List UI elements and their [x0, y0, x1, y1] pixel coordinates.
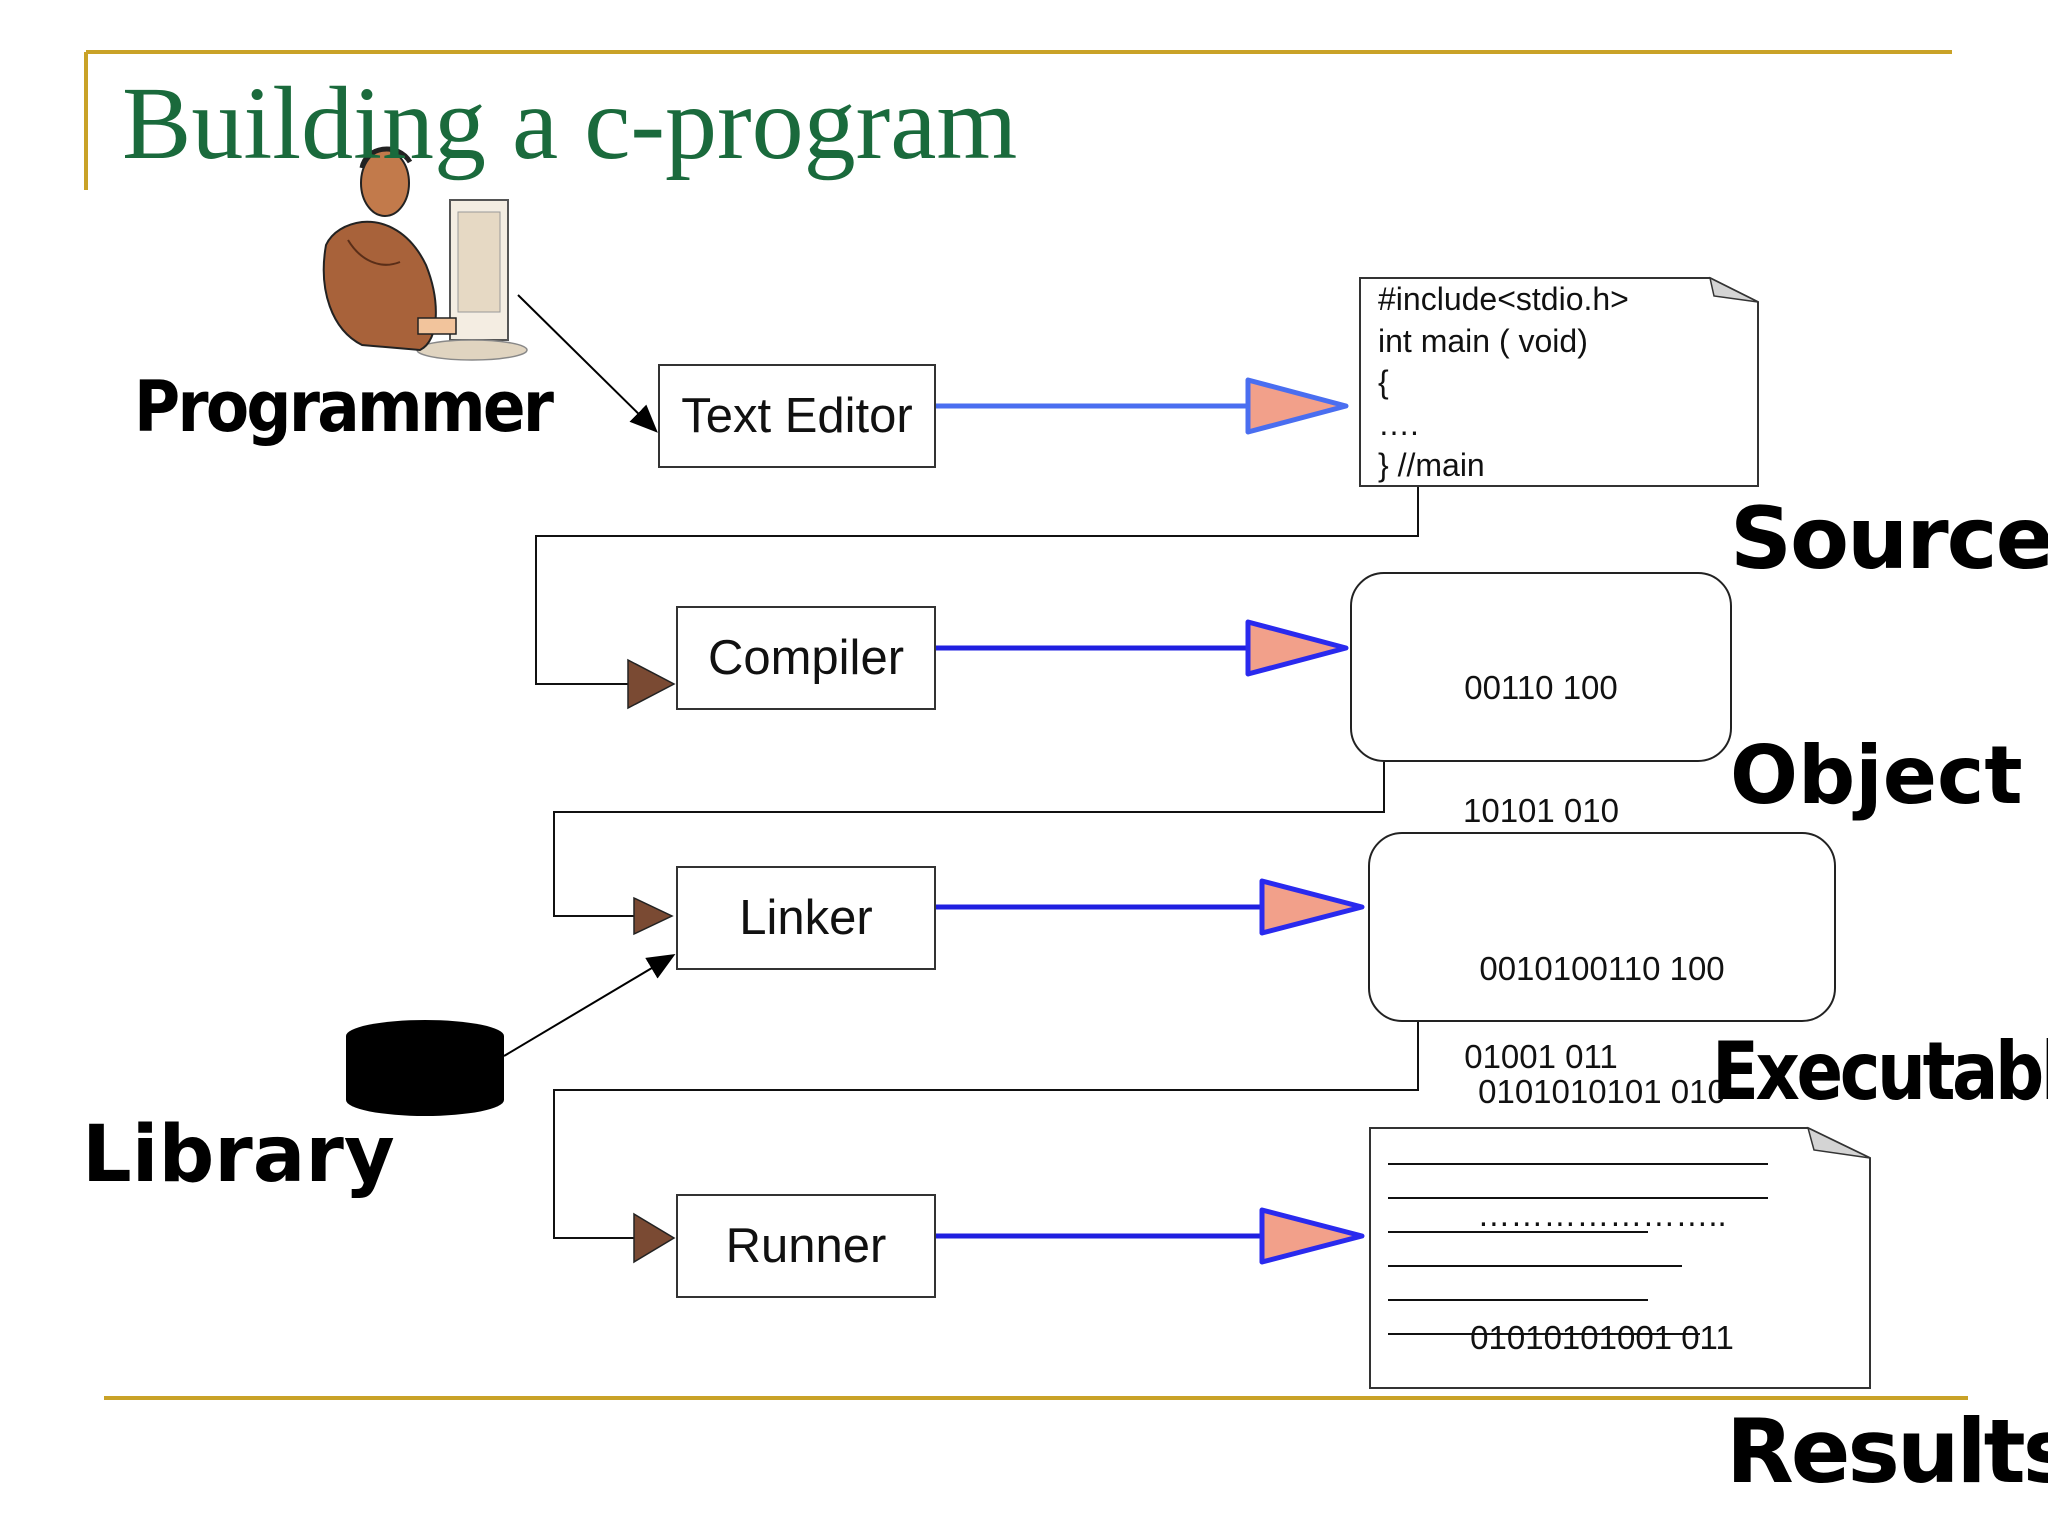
results-output-lines	[1388, 1163, 1768, 1335]
executable-file-box	[1368, 832, 1836, 1022]
source-page-curl	[1708, 276, 1759, 303]
compiler-label: Compiler	[707, 631, 905, 685]
executable-line: 01010101001 011	[1470, 1319, 1734, 1356]
results-page-curl	[1806, 1126, 1871, 1159]
linker-to-executable-flow	[934, 878, 1365, 936]
runner-to-results-flow	[934, 1207, 1365, 1265]
library-database-icon	[346, 1020, 504, 1116]
linker-box: Linker	[676, 866, 936, 970]
source-code-text: #include<stdio.h> int main ( void) { …. …	[1378, 281, 1629, 483]
results-document-shape	[1369, 1127, 1871, 1389]
runner-box: Runner	[676, 1194, 936, 1298]
compiler-box: Compiler	[676, 606, 936, 710]
linker-label: Linker	[739, 891, 873, 945]
editor-to-source-flow	[934, 377, 1349, 435]
executable-line: 0101010101 010	[1478, 1073, 1726, 1110]
slide-title: Building a c-program	[122, 66, 1018, 181]
executable-line: …………………..	[1477, 1196, 1727, 1233]
object-file-box	[1350, 572, 1732, 762]
text-editor-box: Text Editor	[658, 364, 936, 468]
executable-label: Executable	[1712, 1025, 2048, 1118]
programmer-figure	[322, 146, 528, 361]
programmer-to-editor-arrow	[517, 294, 658, 433]
runner-input-arrowhead	[633, 1212, 676, 1264]
title-frame-rule	[84, 50, 1952, 190]
runner-label: Runner	[725, 1219, 887, 1273]
linker-input-arrowhead	[633, 896, 674, 936]
object-label: Object	[1730, 729, 2023, 822]
compiler-input-arrowhead	[627, 658, 676, 710]
library-label: Library	[82, 1110, 395, 1200]
source-to-compiler-connector	[535, 486, 1419, 685]
library-to-linker-arrow	[503, 953, 676, 1057]
object-to-linker-connector	[553, 762, 1385, 917]
executable-line: 0010100110 100	[1479, 950, 1725, 987]
text-editor-label: Text Editor	[681, 389, 913, 443]
object-line: 01001 011	[1464, 1038, 1618, 1075]
executable-to-runner-connector	[553, 1020, 1419, 1239]
programmer-label: Programmer	[134, 366, 554, 448]
results-label: Results	[1726, 1400, 2048, 1503]
source-document-shape	[1359, 277, 1759, 487]
compiler-to-object-flow	[934, 619, 1349, 677]
object-line: 00110 100	[1464, 669, 1618, 706]
source-label: Source	[1730, 489, 2048, 589]
object-line: 10101 010	[1463, 792, 1619, 829]
executable-binary-text: 0010100110 100 0101010101 010 ………………….. …	[1368, 866, 1836, 1440]
